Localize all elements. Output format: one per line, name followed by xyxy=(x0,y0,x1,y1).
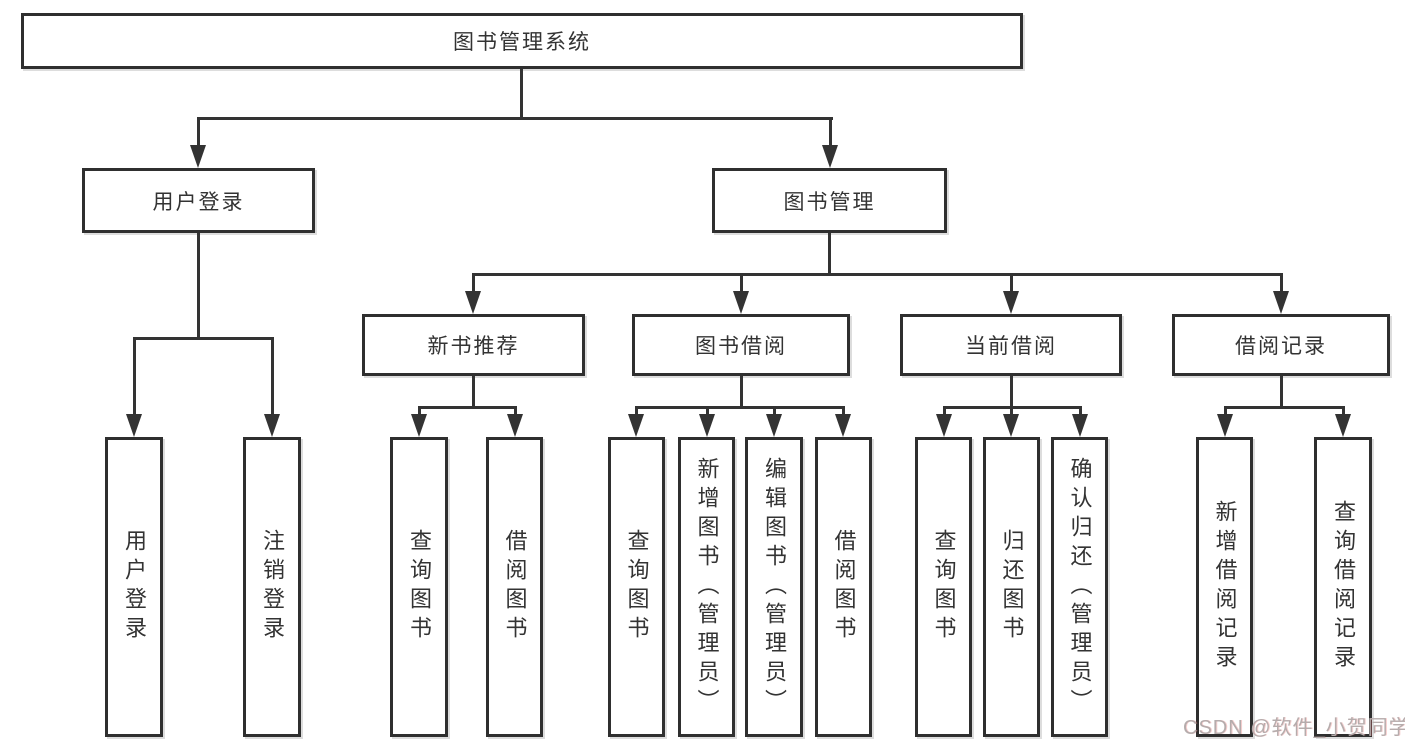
connector-line xyxy=(197,117,200,147)
leaf-query-books-borrow: 查询图书 xyxy=(608,437,665,737)
connector-line xyxy=(197,117,833,120)
arrowhead-down xyxy=(699,414,715,437)
leaf-add-borrow-record: 新增借阅记录 xyxy=(1196,437,1253,737)
arrowhead-down xyxy=(733,291,749,314)
connector-line xyxy=(133,337,274,340)
connector-line xyxy=(829,117,832,147)
connector-line xyxy=(740,273,743,293)
leaf-edit-books-admin: 编辑图书（管理员） xyxy=(745,437,803,737)
arrowhead-down xyxy=(1003,291,1019,314)
arrowhead-down xyxy=(766,414,782,437)
arrowhead-down xyxy=(264,414,280,437)
connector-line xyxy=(1342,406,1345,416)
connector-line xyxy=(773,406,776,416)
arrowhead-down xyxy=(507,414,523,437)
arrowhead-down xyxy=(936,414,952,437)
arrowhead-down xyxy=(835,414,851,437)
arrowhead-down xyxy=(1072,414,1088,437)
leaf-borrow-books: 借阅图书 xyxy=(815,437,872,737)
connector-line xyxy=(271,337,274,415)
connector-line xyxy=(472,376,475,406)
connector-line xyxy=(472,273,1283,276)
leaf-borrow-books-recommend: 借阅图书 xyxy=(486,437,543,737)
arrowhead-down xyxy=(190,145,206,168)
connector-line xyxy=(828,233,831,273)
arrowhead-down xyxy=(628,414,644,437)
connector-line xyxy=(706,406,709,416)
leaf-user-login: 用户登录 xyxy=(105,437,163,737)
arrowhead-down xyxy=(1003,414,1019,437)
leaf-logout: 注销登录 xyxy=(243,437,301,737)
arrowhead-down xyxy=(126,414,142,437)
node-user-login-branch: 用户登录 xyxy=(82,168,315,233)
leaf-query-books-recommend: 查询图书 xyxy=(390,437,448,737)
leaf-return-books: 归还图书 xyxy=(983,437,1040,737)
connector-line xyxy=(197,233,200,337)
connector-line xyxy=(472,273,475,293)
arrowhead-down xyxy=(1335,414,1351,437)
leaf-add-books-admin: 新增图书（管理员） xyxy=(678,437,735,737)
connector-line xyxy=(740,376,743,406)
leaf-confirm-return-admin: 确认归还（管理员） xyxy=(1051,437,1108,737)
connector-line xyxy=(1280,273,1283,293)
connector-line xyxy=(943,406,946,416)
connector-line xyxy=(1079,406,1082,416)
connector-line xyxy=(1224,406,1345,409)
arrowhead-down xyxy=(1273,291,1289,314)
node-book-management-branch: 图书管理 xyxy=(712,168,947,233)
connector-line xyxy=(514,406,517,416)
arrowhead-down xyxy=(411,414,427,437)
node-current-borrow: 当前借阅 xyxy=(900,314,1122,376)
connector-line xyxy=(133,337,136,415)
arrowhead-down xyxy=(465,291,481,314)
connector-line xyxy=(1010,376,1013,406)
arrowhead-down xyxy=(1217,414,1233,437)
connector-line xyxy=(1280,376,1283,406)
connector-line xyxy=(1010,273,1013,293)
leaf-query-borrow-record: 查询借阅记录 xyxy=(1314,437,1372,737)
connector-line xyxy=(842,406,845,416)
connector-line xyxy=(1224,406,1227,416)
connector-line xyxy=(520,69,523,117)
node-library-management-system: 图书管理系统 xyxy=(21,13,1023,69)
connector-line xyxy=(1010,406,1013,416)
connector-line xyxy=(635,406,638,416)
node-borrow-records: 借阅记录 xyxy=(1172,314,1390,376)
connector-line xyxy=(635,406,845,409)
connector-line xyxy=(418,406,517,409)
node-new-book-recommend: 新书推荐 xyxy=(362,314,585,376)
node-book-borrow: 图书借阅 xyxy=(632,314,850,376)
leaf-query-books-current: 查询图书 xyxy=(915,437,972,737)
arrowhead-down xyxy=(822,145,838,168)
connector-line xyxy=(418,406,421,416)
csdn-watermark: CSDN @软件_小贺同学 xyxy=(1183,717,1405,739)
